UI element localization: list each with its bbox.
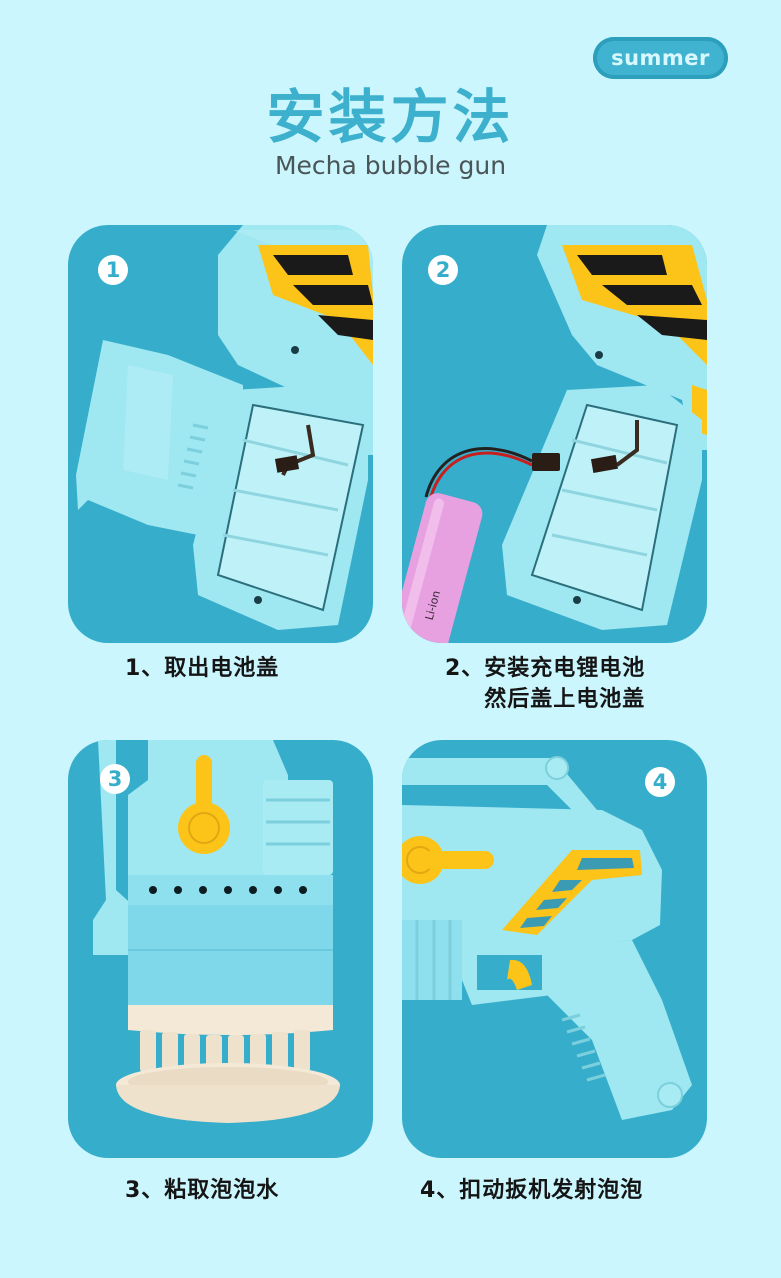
step-2-caption-line-1: 2、安装充电锂电池 bbox=[445, 656, 646, 681]
step-3-caption: 3、粘取泡泡水 bbox=[125, 1178, 280, 1203]
bubble-dip-illustration bbox=[93, 740, 340, 1123]
step-2-panel: 2 Li-ion bbox=[402, 225, 707, 643]
step-number-badge: 3 bbox=[100, 764, 130, 794]
step-4-panel: 4 bbox=[402, 740, 707, 1158]
battery-cover-removed-illustration bbox=[76, 225, 373, 630]
step-number-badge: 1 bbox=[98, 255, 128, 285]
battery-install-illustration: Li-ion bbox=[402, 225, 707, 643]
step-3-panel: 3 bbox=[68, 740, 373, 1158]
step-number-badge: 2 bbox=[428, 255, 458, 285]
summer-badge: summer bbox=[593, 37, 728, 79]
step-2-caption: 2、安装充电锂电池 然后盖上电池盖 bbox=[445, 653, 645, 715]
step-4-caption: 4、扣动扳机发射泡泡 bbox=[420, 1178, 644, 1203]
step-1-panel: 1 bbox=[68, 225, 373, 643]
step-2-caption-line-2: 然后盖上电池盖 bbox=[484, 687, 646, 712]
step-1-caption: 1、取出电池盖 bbox=[125, 656, 280, 681]
trigger-fire-illustration bbox=[402, 756, 692, 1120]
page-subtitle: Mecha bubble gun bbox=[274, 151, 507, 180]
step-number-badge: 4 bbox=[645, 767, 675, 797]
page-title: 安装方法 bbox=[266, 83, 515, 151]
